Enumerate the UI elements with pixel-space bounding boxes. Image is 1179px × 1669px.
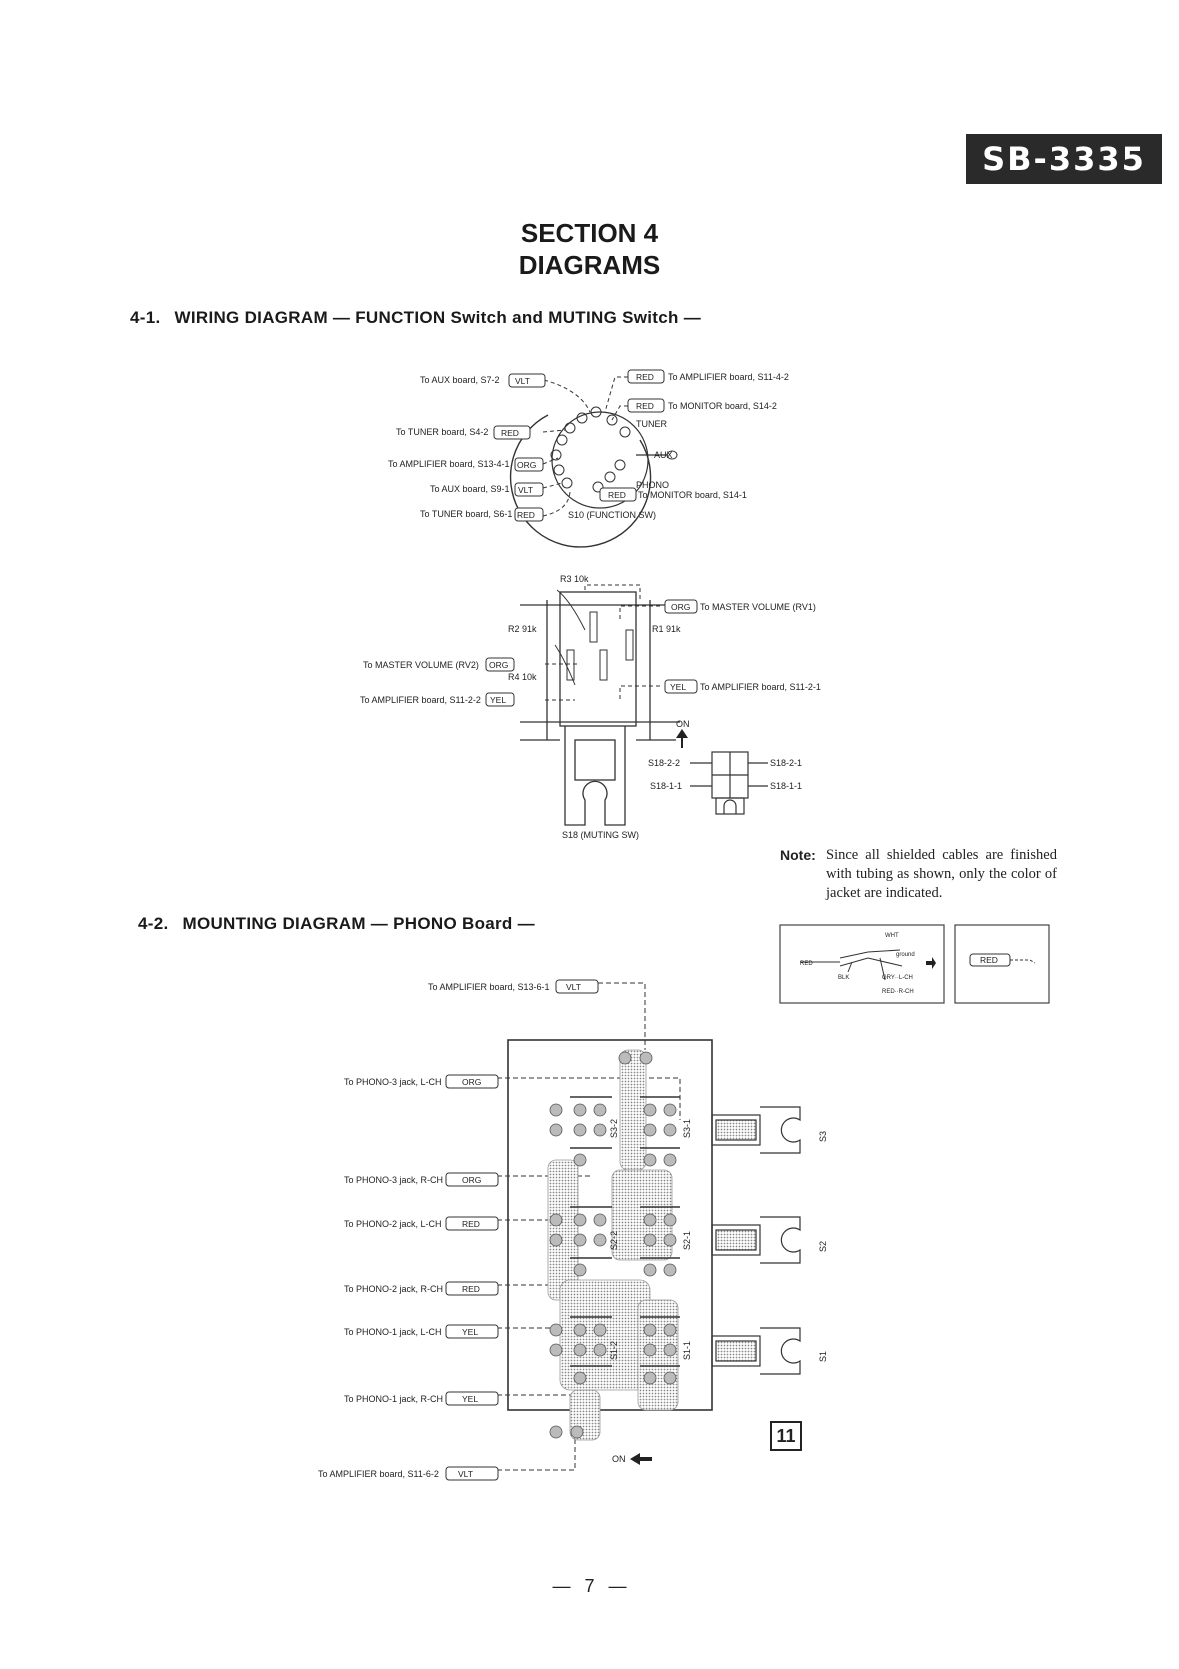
contact-s18-1-1-right: S18-1-1 bbox=[770, 781, 802, 791]
function-switch-diagram: To AUX board, S7-2 VLT To TUNER board, S… bbox=[388, 369, 789, 548]
tag-yel: YEL bbox=[490, 695, 506, 705]
position-phono: PHONO bbox=[636, 480, 669, 490]
function-switch-name: S10 (FUNCTION SW) bbox=[568, 510, 656, 520]
label-amp-s11-6-2: To AMPLIFIER board, S11-6-2 bbox=[318, 1469, 439, 1479]
contact-s18-2-1: S18-2-1 bbox=[770, 758, 802, 768]
label-red: RED bbox=[800, 961, 813, 967]
muting-switch-name: S18 (MUTING SW) bbox=[562, 830, 639, 840]
label-amp-s13-4-1: To AMPLIFIER board, S13-4-1 bbox=[388, 459, 510, 469]
note-figure: WHT ground RED BLK GRY··L-CH RED··R-CH R… bbox=[779, 924, 1050, 1004]
label-s1-1: S1-1 bbox=[682, 1341, 692, 1360]
section-title: DIAGRAMS bbox=[518, 250, 661, 280]
label-on: ON bbox=[676, 719, 690, 729]
label-phono1-rch: To PHONO-1 jack, R-CH bbox=[344, 1394, 443, 1404]
heading-wiring-diagram: 4-1. WIRING DIAGRAM — FUNCTION Switch and… bbox=[130, 308, 701, 328]
contact-s18-1-1-left: S18-1-1 bbox=[650, 781, 682, 791]
label-s3: S3 bbox=[818, 1131, 828, 1142]
tag-vlt: VLT bbox=[518, 485, 533, 495]
label-amp-s13-6-1: To AMPLIFIER board, S13-6-1 bbox=[428, 982, 550, 992]
label-red-rch: RED··R-CH bbox=[882, 989, 914, 995]
label-ground: ground bbox=[896, 952, 915, 958]
left-arrow-icon bbox=[630, 1453, 652, 1465]
label-s2-2: S2-2 bbox=[609, 1231, 619, 1250]
tag-org: ORG bbox=[462, 1175, 481, 1185]
tag-vlt: VLT bbox=[458, 1469, 473, 1479]
tag-yel: YEL bbox=[462, 1327, 478, 1337]
right-arrow-icon bbox=[926, 957, 936, 969]
tag-yel: YEL bbox=[670, 682, 686, 692]
heading-mounting-diagram: 4-2. MOUNTING DIAGRAM — PHONO Board — bbox=[138, 914, 535, 934]
tag-red: RED bbox=[636, 401, 654, 411]
label-r4: R4 10k bbox=[508, 672, 537, 682]
side-switches bbox=[711, 1106, 801, 1375]
heading-text: MOUNTING DIAGRAM — PHONO Board — bbox=[182, 914, 535, 933]
tag-red: RED bbox=[462, 1284, 480, 1294]
label-wht: WHT bbox=[885, 933, 899, 939]
label-s1-2: S1-2 bbox=[609, 1341, 619, 1360]
label-tuner-s6-1: To TUNER board, S6-1 bbox=[420, 509, 512, 519]
label-r3: R3 10k bbox=[560, 574, 589, 584]
label-s3-1: S3-1 bbox=[682, 1119, 692, 1138]
tag-yel: YEL bbox=[462, 1394, 478, 1404]
contact-s18-2-2: S18-2-2 bbox=[648, 758, 680, 768]
tag-red: RED bbox=[608, 490, 626, 500]
label-phono2-rch: To PHONO-2 jack, R-CH bbox=[344, 1284, 443, 1294]
tag-red: RED bbox=[980, 955, 998, 965]
tag-vlt: VLT bbox=[515, 376, 530, 386]
label-s3-2: S3-2 bbox=[609, 1119, 619, 1138]
tag-org: ORG bbox=[517, 460, 536, 470]
pad-clusters bbox=[549, 1051, 677, 1439]
note: Note: Since all shielded cables are fini… bbox=[780, 846, 1057, 903]
tag-red: RED bbox=[501, 428, 519, 438]
label-r1: R1 91k bbox=[652, 624, 681, 634]
up-arrow-icon bbox=[676, 729, 688, 748]
page-number: —7— bbox=[552, 1576, 627, 1596]
label-master-rv2: To MASTER VOLUME (RV2) bbox=[363, 660, 479, 670]
switch-wafer bbox=[509, 414, 652, 548]
heading-number: 4-1. bbox=[130, 308, 161, 327]
tag-red: RED bbox=[462, 1219, 480, 1229]
tag-org: ORG bbox=[462, 1077, 481, 1087]
muting-switch-diagram: R3 10k R2 91k R1 91k R4 10k To MASTER VO… bbox=[360, 574, 821, 840]
label-monitor-s14-1: To MONITOR board, S14-1 bbox=[638, 490, 747, 500]
label-on: ON bbox=[612, 1454, 626, 1464]
tag-org: ORG bbox=[489, 660, 508, 670]
label-phono2-lch: To PHONO-2 jack, L-CH bbox=[344, 1219, 442, 1229]
model-badge: SB-3335 bbox=[966, 134, 1162, 184]
label-phono3-lch: To PHONO-3 jack, L-CH bbox=[344, 1077, 442, 1087]
label-master-rv1: To MASTER VOLUME (RV1) bbox=[700, 602, 816, 612]
board-number: 11 bbox=[770, 1421, 802, 1451]
label-amp-s11-4-2: To AMPLIFIER board, S11-4-2 bbox=[668, 372, 789, 382]
tag-red: RED bbox=[517, 510, 535, 520]
label-monitor-s14-2: To MONITOR board, S14-2 bbox=[668, 401, 777, 411]
note-text: Since all shielded cables are finished w… bbox=[826, 847, 1057, 901]
label-phono3-rch: To PHONO-3 jack, R-CH bbox=[344, 1175, 443, 1185]
label-phono1-lch: To PHONO-1 jack, L-CH bbox=[344, 1327, 442, 1337]
label-amp-s11-2-2: To AMPLIFIER board, S11-2-2 bbox=[360, 695, 481, 705]
section-number: SECTION 4 bbox=[520, 218, 659, 248]
heading-number: 4-2. bbox=[138, 914, 169, 933]
label-r2: R2 91k bbox=[508, 624, 537, 634]
function-left-labels: To AUX board, S7-2 VLT To TUNER board, S… bbox=[388, 373, 546, 522]
tag-red: RED bbox=[636, 372, 654, 382]
label-aux-s9-1: To AUX board, S9-1 bbox=[430, 484, 510, 494]
note-label: Note: bbox=[780, 847, 816, 863]
phono-board-diagram: S3-2 S3-1 S2-2 S2-1 S1-2 S1-1 S3 S2 S1 T… bbox=[318, 979, 828, 1481]
page-number-value: 7 bbox=[584, 1576, 595, 1596]
label-blk: BLK bbox=[838, 975, 849, 981]
position-tuner: TUNER bbox=[636, 419, 667, 429]
label-s1: S1 bbox=[818, 1351, 828, 1362]
tag-org: ORG bbox=[671, 602, 690, 612]
label-s2: S2 bbox=[818, 1241, 828, 1252]
heading-text: WIRING DIAGRAM — FUNCTION Switch and MUT… bbox=[174, 308, 702, 327]
position-aux: AUX bbox=[654, 450, 673, 460]
label-gry-lch: GRY··L-CH bbox=[882, 975, 913, 981]
tag-vlt: VLT bbox=[566, 982, 581, 992]
label-amp-s11-2-1: To AMPLIFIER board, S11-2-1 bbox=[700, 682, 821, 692]
label-tuner-s4-2: To TUNER board, S4-2 bbox=[396, 427, 488, 437]
label-aux-s7-2: To AUX board, S7-2 bbox=[420, 375, 500, 385]
function-right-labels: RED To AMPLIFIER board, S11-4-2 RED To M… bbox=[568, 369, 789, 520]
label-s2-1: S2-1 bbox=[682, 1231, 692, 1250]
